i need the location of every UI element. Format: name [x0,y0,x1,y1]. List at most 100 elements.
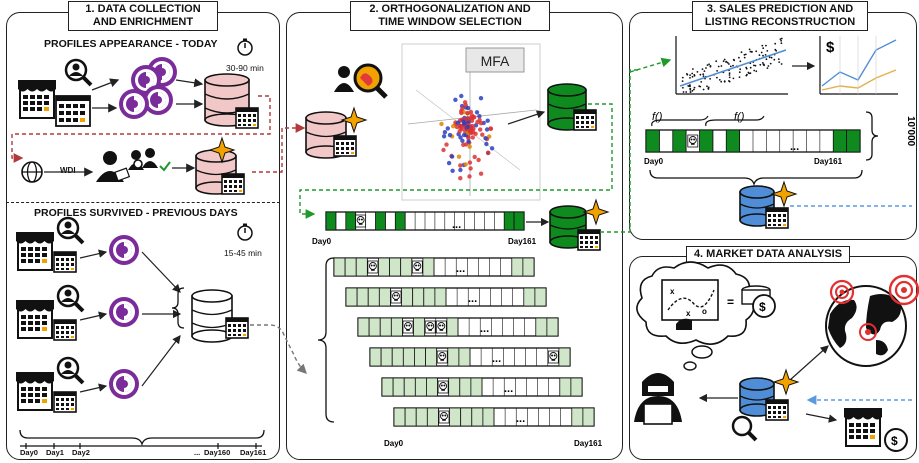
reviewer-icon [128,148,158,170]
section-divider [6,202,280,203]
dollar-icon: $ [826,39,835,56]
sparkle-icon [773,369,799,395]
search-icon [731,415,758,442]
windows-day0: Day0 [384,439,404,448]
calendar-icon [235,107,259,129]
shop-icon [17,79,57,119]
survived-clock-icon [237,222,253,241]
shop-icon [15,231,55,271]
equals-sign: = [727,295,734,309]
check-icon [159,161,171,172]
tor-browser-icon [119,57,177,119]
globe-icon [21,161,43,183]
function-label-1: f() [652,111,663,123]
timeline-day0: Day0 [20,448,38,457]
mfa-label: MFA [481,53,510,69]
p3-day161: Day161 [814,157,843,166]
p3-ellipsis: ... [790,141,799,153]
today-clock-icon [237,37,253,56]
strip-day161: Day161 [508,237,537,246]
svg-text:x: x [686,309,691,318]
analyst-icon [334,63,388,99]
sparkle-icon [771,181,797,207]
skull-icon [424,320,436,334]
calendar-icon [53,319,77,341]
skull-icon [435,320,447,334]
tor-browser-icon [109,369,139,399]
sparkle-icon [583,199,609,225]
skull-icon [687,134,699,148]
shop-icon [843,407,883,447]
function-label-2: f() [734,111,745,123]
panel4-title: 4. MARKET DATA ANALYSIS [686,246,850,263]
skull-icon [438,410,450,424]
wdi-label: WDI [60,166,76,175]
blue-database-icon [739,377,775,417]
calendar-icon [333,135,357,157]
shop-icon [15,299,55,339]
panel2-title-line2: TIME WINDOW SELECTION [378,16,522,28]
window-ellipsis: ... [516,413,525,425]
timeline-day160: Day160 [204,448,231,457]
skull-icon [390,290,402,304]
window-ellipsis: ... [468,293,477,305]
tor-browser-icon [109,297,139,327]
mfa-label-box [465,47,525,73]
search-person-icon [64,58,93,87]
blue-database-icon [739,185,775,227]
svg-text:$: $ [891,434,898,448]
scatter-trend-chart [675,36,788,95]
calendar-icon [55,95,91,127]
window-ellipsis: ... [456,263,465,275]
today-heading: PROFILES APPEARANCE - TODAY [44,38,218,50]
hacker-icon [634,373,682,425]
reconstructed-strip [645,129,861,153]
p3-day0: Day0 [644,157,664,166]
shop-icon [15,371,55,411]
survived-heading: PROFILES SURVIVED - PREVIOUS DAYS [34,207,238,219]
panel1-title: 1. DATA COLLECTION AND ENRICHMENT [68,1,218,31]
timeline-ellipsis: ... [194,448,201,457]
calendar-icon [221,173,245,195]
search-person-icon [56,356,85,385]
timeline-day161: Day161 [240,448,267,457]
panel3-title: 3. SALES PREDICTION AND LISTING RECONSTR… [692,1,868,31]
window-strips: .................. [333,257,595,427]
skull-icon [436,350,448,364]
search-person-icon [56,284,85,313]
panel2-title: 2. ORTHOGONALIZATION AND TIME WINDOW SEL… [350,1,550,31]
window-ellipsis: ... [480,323,489,335]
search-person-icon [56,216,85,245]
window-ellipsis: ... [492,353,501,365]
today-time: 30-90 min [226,63,264,73]
green-database-icon [549,205,587,249]
panel3-title-line2: LISTING RECONSTRUCTION [704,16,856,28]
calendar-icon [765,207,789,229]
calendar-icon [577,229,601,251]
calendar-icon [573,109,597,131]
strip-ellipsis: ... [452,219,461,231]
window-ellipsis: ... [504,383,513,395]
strip-day0: Day0 [312,237,332,246]
panel1-title-line2: AND ENRICHMENT [92,16,194,28]
globe-icon [825,285,907,367]
skull-icon [402,320,414,334]
tor-browser-icon [109,235,139,265]
agent-icon [96,151,131,182]
panel3-title-line1: 3. SALES PREDICTION AND [706,3,854,15]
calendar-icon [765,399,789,421]
svg-text:$: $ [759,300,766,314]
survived-time: 15-45 min [224,248,262,258]
money-icon: $ [741,285,776,318]
skull-icon [411,260,423,274]
skull-icon [367,260,379,274]
strategy-board-icon: x o x [661,279,719,330]
svg-text:x: x [670,287,675,296]
skull-icon [437,380,449,394]
panel4-title-line1: 4. MARKET DATA ANALYSIS [693,248,843,260]
calendar-icon [225,317,249,339]
panel2-title-line1: 2. ORTHOGONALIZATION AND [369,3,531,15]
timeline-day1: Day1 [46,448,64,457]
calendar-icon [53,391,77,413]
